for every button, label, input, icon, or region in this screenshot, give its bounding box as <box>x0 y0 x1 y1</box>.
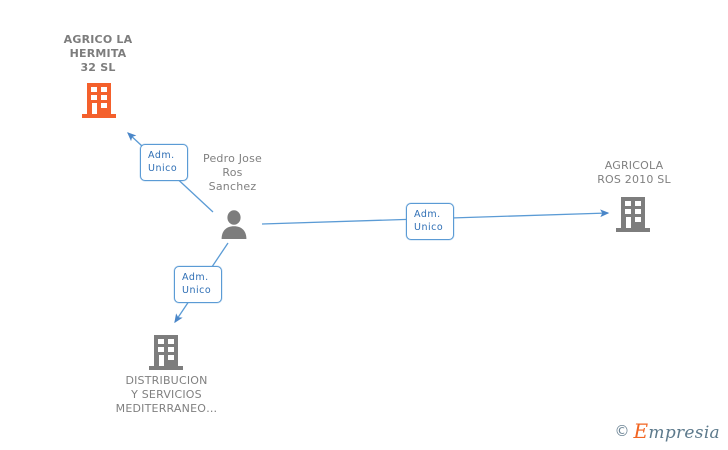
node-label-agricola-ros-2010: AGRICOLA ROS 2010 SL <box>597 159 671 186</box>
building-icon[interactable] <box>616 196 650 238</box>
relation-chip-adm-unico-agricola[interactable]: Adm. Unico <box>406 203 454 240</box>
brand-initial: E <box>633 419 649 443</box>
node-label-distribucion-y-servicios: DISTRIBUCION Y SERVICIOS MEDITERRANEO… <box>115 374 218 415</box>
node-label-pedro-jose-ros-sanchez: Pedro Jose Ros Sanchez <box>203 152 262 193</box>
copyright-symbol: © <box>614 422 630 440</box>
brand-rest: mpresia <box>648 423 720 443</box>
person-icon[interactable] <box>219 209 249 243</box>
watermark: © Empresia <box>615 421 721 442</box>
node-label-agrico-la-hermita: AGRICO LA HERMITA 32 SL <box>63 33 133 74</box>
building-icon[interactable] <box>82 82 116 124</box>
relation-chip-adm-unico-hermita[interactable]: Adm. Unico <box>140 144 188 181</box>
relation-chip-adm-unico-distribucion[interactable]: Adm. Unico <box>174 266 222 303</box>
brand-wordmark: Empresia <box>634 421 721 442</box>
building-icon[interactable] <box>149 334 183 376</box>
